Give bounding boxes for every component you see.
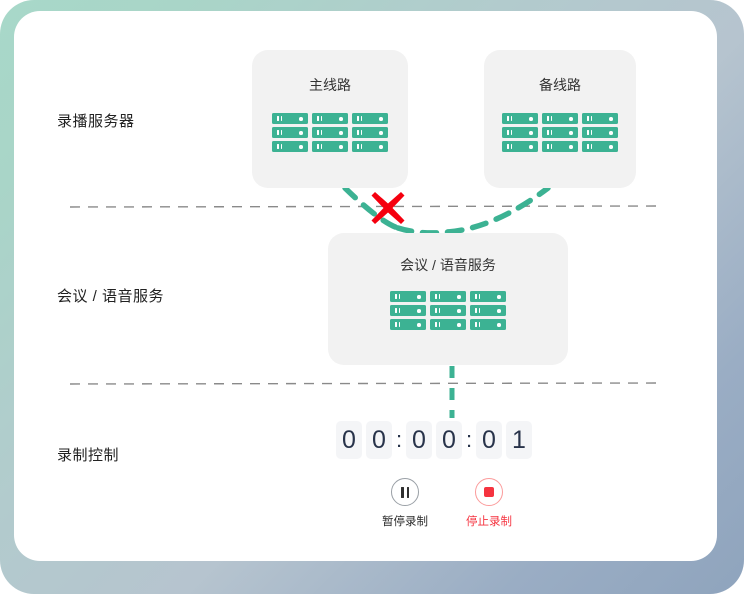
- divider-recorder-conference: [69, 205, 659, 208]
- server-rack-icon-conference: [390, 291, 506, 330]
- node-title-conference-service: 会议 / 语音服务: [400, 257, 496, 273]
- timer-digit: 0: [436, 421, 462, 459]
- timer-digit: 0: [336, 421, 362, 459]
- pause-recording-button[interactable]: 暂停录制: [382, 478, 428, 529]
- server-rack-icon-main: [272, 113, 388, 152]
- pause-recording-label: 暂停录制: [382, 516, 428, 528]
- node-card-conference-service[interactable]: 会议 / 语音服务: [328, 233, 568, 365]
- timer-digit: 0: [406, 421, 432, 459]
- row-label-control: 录制控制: [57, 447, 120, 464]
- timer-digit: 0: [476, 421, 502, 459]
- red-x-icon: [371, 192, 405, 224]
- row-label-recorder: 录播服务器: [57, 113, 135, 130]
- stop-recording-button[interactable]: 停止录制: [466, 478, 512, 529]
- node-card-main-line[interactable]: 主线路: [252, 50, 408, 188]
- timer-separator: :: [395, 427, 403, 452]
- node-card-backup-line[interactable]: 备线路: [484, 50, 636, 188]
- timer-separator: :: [465, 427, 473, 452]
- node-title-main-line: 主线路: [309, 77, 351, 93]
- row-label-conference: 会议 / 语音服务: [57, 288, 165, 305]
- stop-icon: [475, 478, 503, 506]
- recording-timer: 0 0 : 0 0 : 0 1: [334, 421, 534, 459]
- timer-digit: 0: [366, 421, 392, 459]
- pause-icon: [391, 478, 419, 506]
- timer-digit: 1: [506, 421, 532, 459]
- link-backup-to-conference: [445, 185, 551, 235]
- recording-controls: 暂停录制 停止录制: [382, 478, 512, 529]
- server-rack-icon-backup: [502, 113, 618, 152]
- node-title-backup-line: 备线路: [539, 77, 581, 93]
- divider-conference-control: [69, 382, 659, 385]
- stop-recording-label: 停止录制: [466, 516, 512, 528]
